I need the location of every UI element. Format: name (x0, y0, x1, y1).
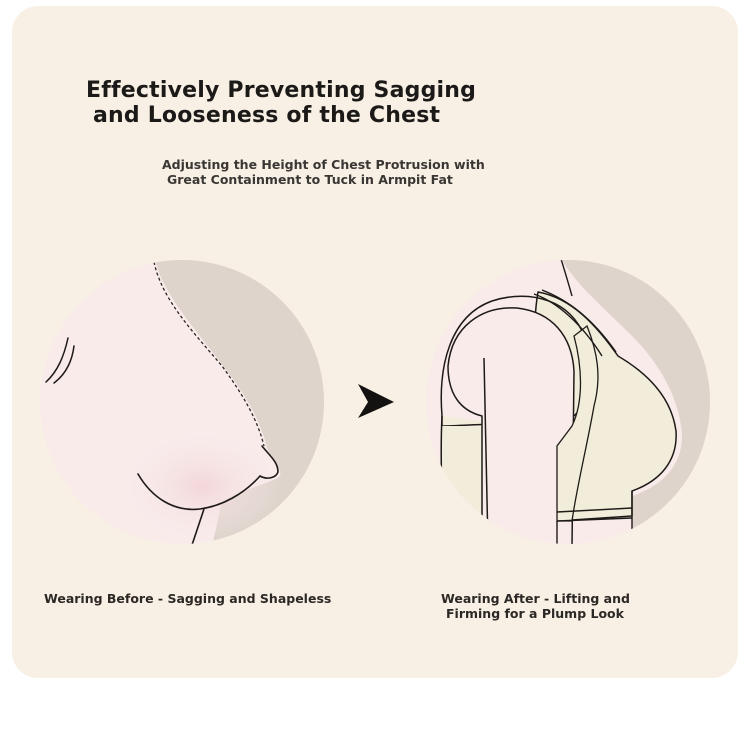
after-shadow-area (560, 260, 710, 544)
headline-line-1: Effectively Preventing Sagging (86, 78, 477, 103)
infographic-card: Effectively Preventing Sagging and Loose… (12, 6, 738, 678)
subheadline: Adjusting the Height of Chest Protrusion… (162, 157, 582, 187)
before-dashed-contour (153, 261, 265, 447)
after-caption: Wearing After - Lifting and Firming for … (441, 591, 701, 621)
after-caption-line-1: Wearing After - Lifting and (441, 591, 630, 606)
headline: Effectively Preventing Sagging and Loose… (86, 78, 606, 128)
subheadline-line-1: Adjusting the Height of Chest Protrusion… (162, 157, 485, 172)
after-arm (447, 307, 575, 544)
right-arrowhead-icon (358, 384, 394, 418)
before-caption: Wearing Before - Sagging and Shapeless (44, 591, 384, 606)
before-illustration (40, 260, 324, 544)
before-caption-text: Wearing Before - Sagging and Shapeless (44, 591, 332, 606)
subheadline-line-2: Great Containment to Tuck in Armpit Fat (167, 172, 453, 187)
before-breast-outline (137, 445, 279, 511)
after-caption-line-2: Firming for a Plump Look (446, 606, 624, 621)
after-illustration (426, 260, 710, 544)
headline-line-2: and Looseness of the Chest (93, 103, 441, 128)
